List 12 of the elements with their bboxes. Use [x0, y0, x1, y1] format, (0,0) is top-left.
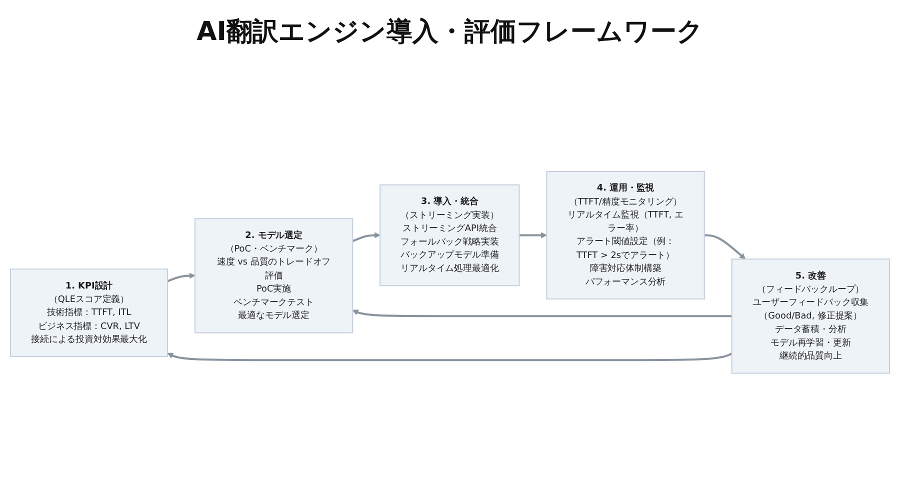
- title: AI翻訳エンジン導入・評価フレームワーク: [196, 16, 704, 49]
- node-box: 4. 運用・監視 （TTFT/精度モニタリング） リアルタイム監視（TTFT, エラー率） アラート閾値設定（例：TTFT > 2sでアラート） 障害対応体制構築 パフォーマンス分析: [546, 170, 705, 300]
- node-box: 5. 改善 （フィードバックループ） ユーザーフィードバック収集（Good/Bad, 修正提案） データ蓄積・分析 モデル再学習・更新 継続的品質向上: [731, 258, 890, 374]
- arrow: [167, 352, 732, 361]
- arrow: [352, 309, 732, 317]
- arrow: [519, 232, 547, 238]
- node-box: 2. モデル選定 （PoC・ベンチマーク） 速度 vs 品質のトレードオフ評価 PoC実施 ベンチマークテスト 最適なモデル選定: [194, 218, 354, 333]
- arrow: [704, 234, 746, 259]
- node-box: 3. 導入・統合 （ストリーミング実装） ストリーミングAPI統合 フォールバック戦略実装 バックアップモデル準備 リアルタイム処理最適化: [380, 184, 520, 286]
- node-box: 1. KPI設計 （QLEスコア定義） 技術指標：TTFT, ITL ビジネス指標：CVR, LTV 接続による投資対効果最大化: [10, 268, 168, 357]
- arrow: [167, 272, 196, 282]
- arrow: [352, 232, 380, 242]
